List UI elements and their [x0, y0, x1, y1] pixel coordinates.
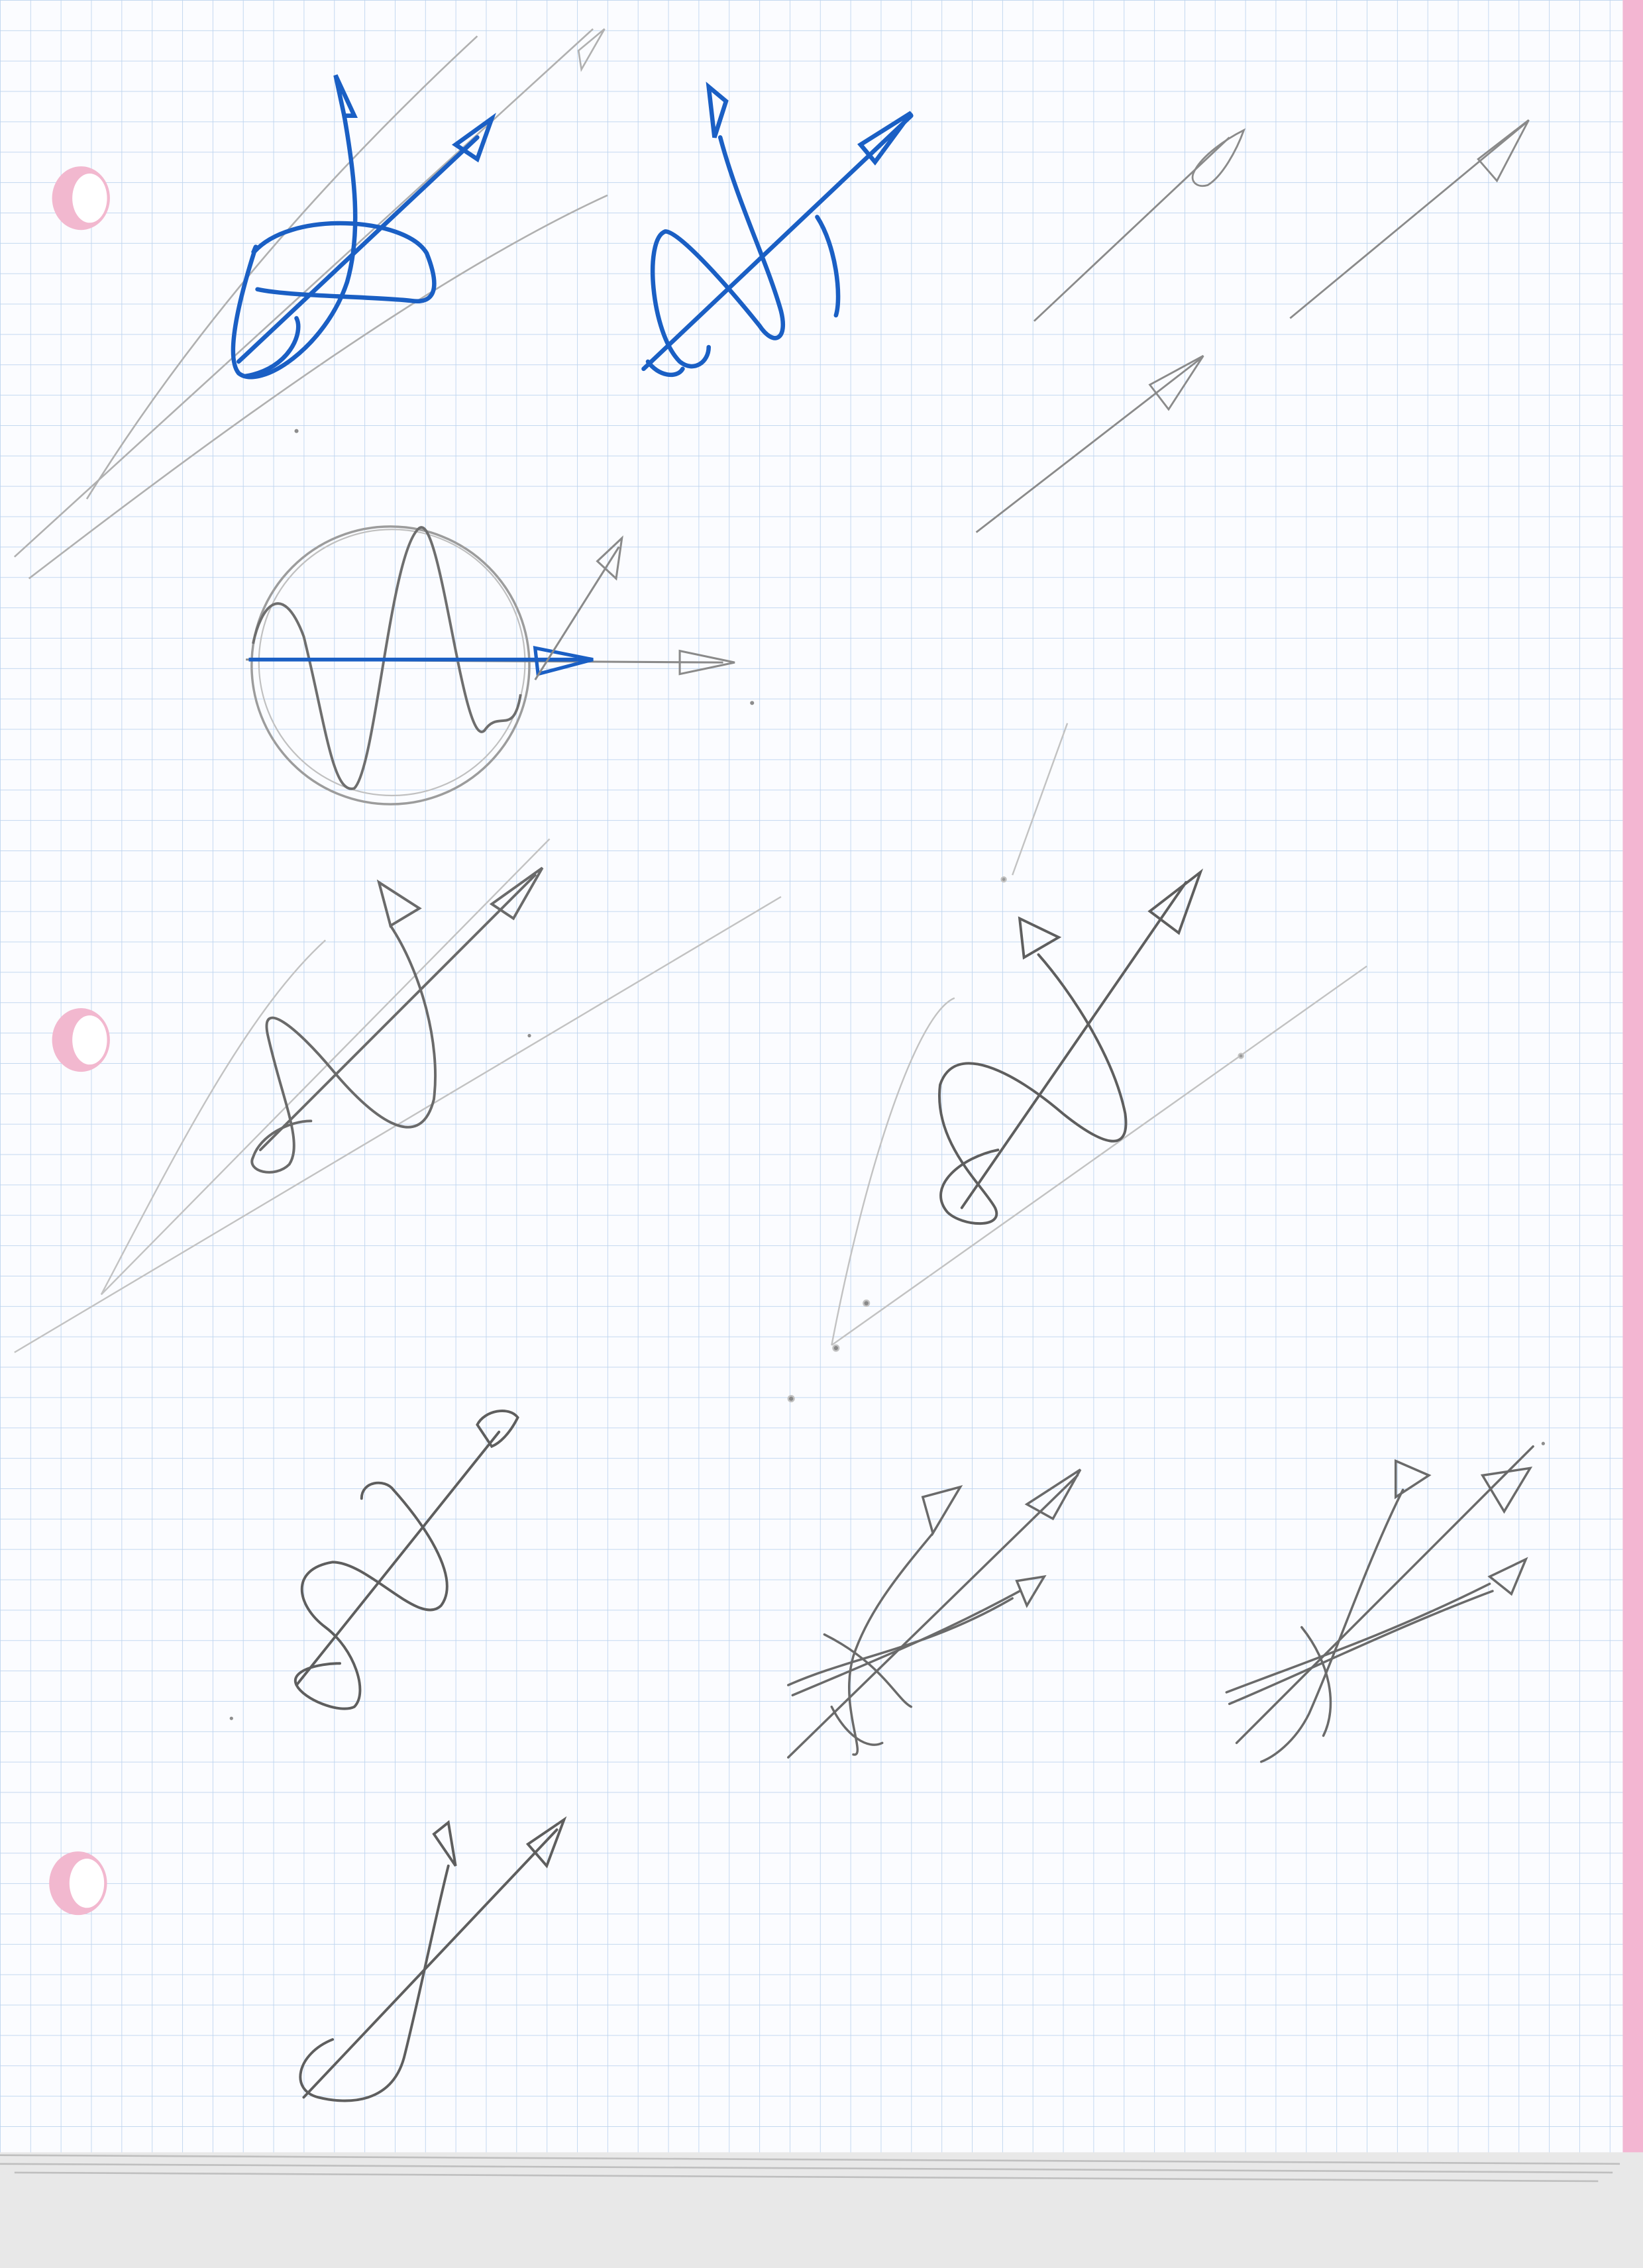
helix-arrow-icon — [293, 1410, 519, 1710]
wave-in-circle — [246, 525, 735, 805]
helix-arrow-icon — [787, 1469, 1082, 1759]
helix-arrow-icon — [1225, 1445, 1534, 1763]
punch-hole-icon — [49, 1851, 107, 1916]
arrow-icon — [1033, 128, 1246, 322]
pencil-guide-lines-middle-right — [787, 723, 1367, 1403]
helix-arrow-icon — [641, 81, 914, 378]
arrow-icon — [975, 354, 1204, 533]
page-stack-lines — [0, 2154, 1620, 2183]
arrow-icon — [1289, 119, 1530, 319]
helix-arrow-icon — [299, 1816, 567, 2102]
bottom-scan-shadow — [0, 2152, 1643, 2268]
grid-lines — [0, 0, 1623, 2155]
punch-hole-icon — [52, 1008, 110, 1072]
pink-page-edge — [1622, 0, 1643, 2155]
punch-hole-icon — [52, 166, 110, 231]
pencil-specks — [229, 429, 1545, 1720]
helix-arrow-icon — [250, 866, 544, 1174]
helix-arrow-icon — [231, 74, 496, 380]
helix-arrow-icon — [937, 868, 1204, 1225]
